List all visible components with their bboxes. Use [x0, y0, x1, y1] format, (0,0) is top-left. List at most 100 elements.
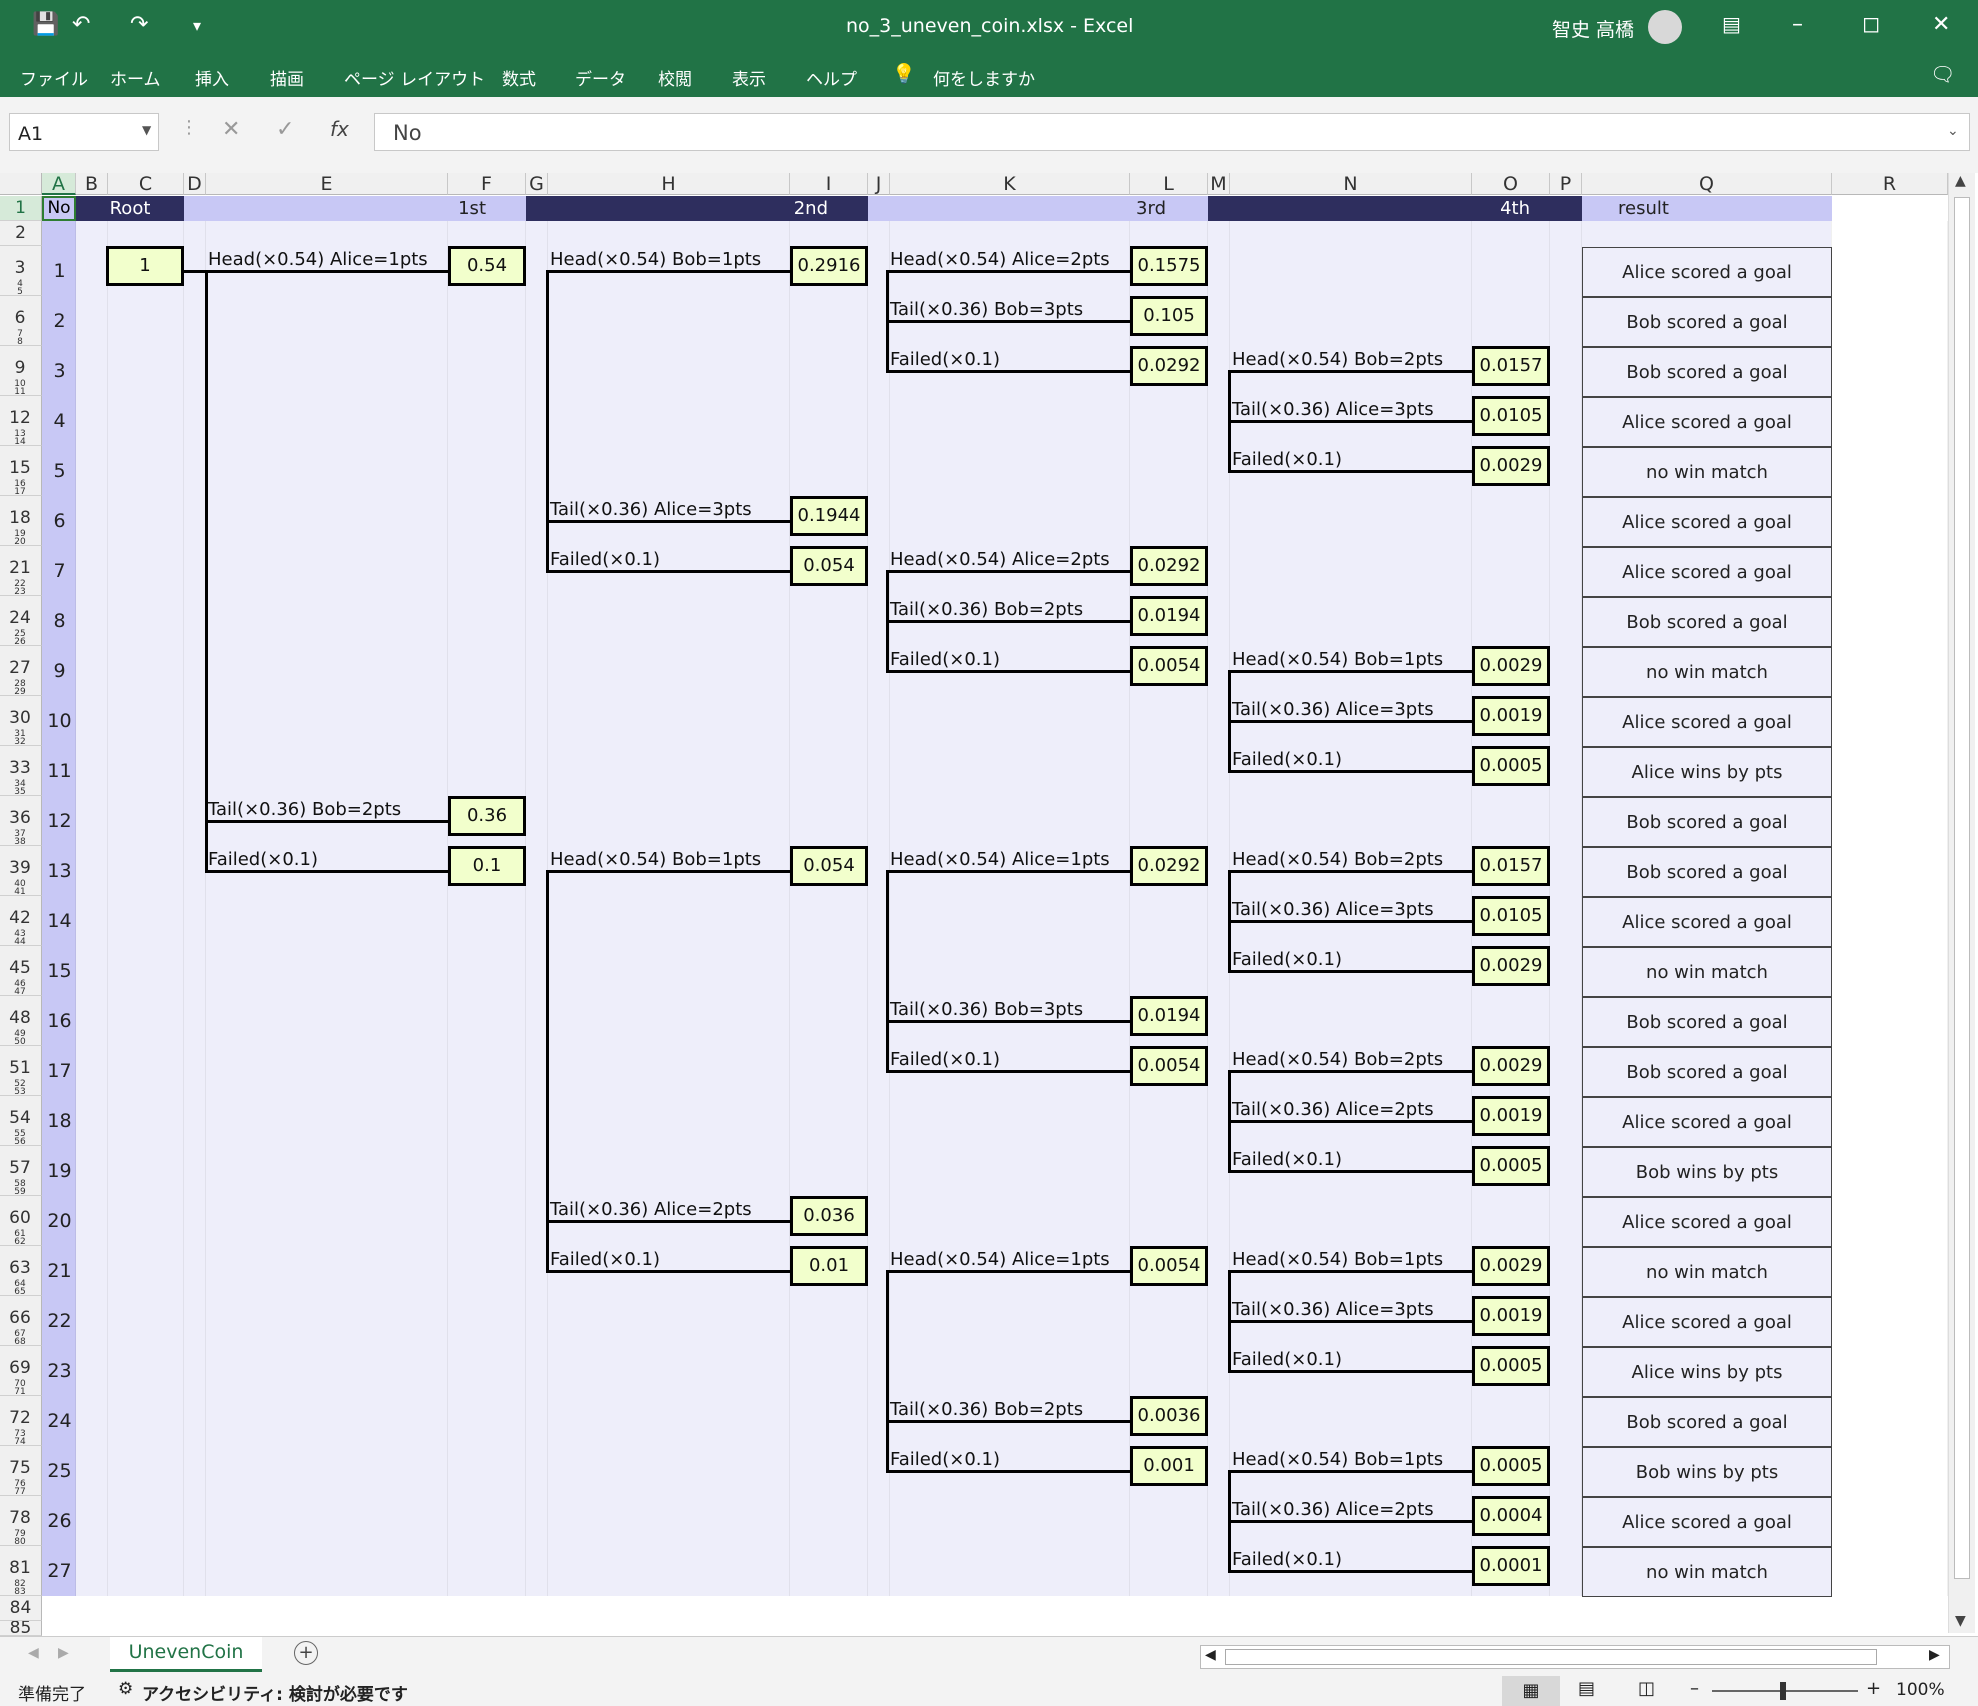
- column-header-j[interactable]: J: [868, 173, 890, 195]
- probability-box[interactable]: 0.1944: [790, 496, 868, 536]
- probability-box[interactable]: 0.0054: [1130, 646, 1208, 686]
- maximize-icon[interactable]: ◻: [1862, 12, 1881, 37]
- add-sheet-icon[interactable]: +: [294, 1641, 318, 1665]
- tab-data[interactable]: データ: [575, 70, 626, 90]
- result-cell[interactable]: no win match: [1582, 1547, 1832, 1597]
- probability-box[interactable]: 0.0005: [1472, 746, 1550, 786]
- page-layout-view-icon[interactable]: ▤: [1578, 1678, 1596, 1699]
- enter-icon[interactable]: ✓: [276, 117, 295, 142]
- insert-function-icon[interactable]: fx: [330, 117, 349, 141]
- probability-box[interactable]: 0.0292: [1130, 346, 1208, 386]
- probability-box[interactable]: 0.0054: [1130, 1046, 1208, 1086]
- column-header-m[interactable]: M: [1208, 173, 1230, 195]
- minimize-icon[interactable]: –: [1792, 12, 1803, 37]
- tab-scroll-left-icon[interactable]: ◀: [28, 1645, 39, 1661]
- probability-box[interactable]: 0.0029: [1472, 646, 1550, 686]
- result-cell[interactable]: Bob scored a goal: [1582, 797, 1832, 847]
- hscroll-right-icon[interactable]: ▶: [1929, 1647, 1940, 1663]
- scroll-up-icon[interactable]: ▲: [1955, 173, 1966, 189]
- column-header-o[interactable]: O: [1472, 173, 1550, 195]
- root-box[interactable]: 1: [106, 246, 184, 286]
- probability-box[interactable]: 0.54: [448, 246, 526, 286]
- result-cell[interactable]: Bob scored a goal: [1582, 1397, 1832, 1447]
- horizontal-scrollbar[interactable]: ◀ ▶: [1200, 1645, 1950, 1669]
- result-cell[interactable]: Alice scored a goal: [1582, 247, 1832, 297]
- tab-formulas[interactable]: 数式: [502, 70, 536, 90]
- result-cell[interactable]: Alice wins by pts: [1582, 747, 1832, 797]
- probability-box[interactable]: 0.0019: [1472, 696, 1550, 736]
- tab-draw[interactable]: 描画: [270, 70, 304, 90]
- probability-box[interactable]: 0.0292: [1130, 846, 1208, 886]
- ribbon-display-icon[interactable]: ▤: [1722, 12, 1741, 36]
- scroll-down-icon[interactable]: ▼: [1955, 1613, 1966, 1629]
- result-cell[interactable]: Alice scored a goal: [1582, 497, 1832, 547]
- probability-box[interactable]: 0.0005: [1472, 1446, 1550, 1486]
- row-header-2[interactable]: 2: [0, 221, 42, 246]
- tab-view[interactable]: 表示: [732, 70, 766, 90]
- comments-icon[interactable]: 🗨: [1930, 62, 1956, 86]
- probability-box[interactable]: 0.2916: [790, 246, 868, 286]
- tab-help[interactable]: ヘルプ: [806, 70, 857, 90]
- probability-box[interactable]: 0.0019: [1472, 1296, 1550, 1336]
- column-header-g[interactable]: G: [526, 173, 548, 195]
- probability-box[interactable]: 0.0004: [1472, 1496, 1550, 1536]
- select-all-corner[interactable]: [0, 173, 42, 195]
- formula-input[interactable]: No ⌄: [374, 113, 1970, 151]
- probability-box[interactable]: 0.0105: [1472, 896, 1550, 936]
- column-header-b[interactable]: B: [76, 173, 108, 195]
- probability-box[interactable]: 0.0001: [1472, 1546, 1550, 1586]
- row-header-1[interactable]: 1: [0, 196, 42, 221]
- result-cell[interactable]: Alice scored a goal: [1582, 1497, 1832, 1547]
- expand-formula-icon[interactable]: ⌄: [1947, 123, 1959, 139]
- column-header-i[interactable]: I: [790, 173, 868, 195]
- zoom-level[interactable]: 100%: [1896, 1680, 1945, 1700]
- result-cell[interactable]: Bob scored a goal: [1582, 1047, 1832, 1097]
- probability-box[interactable]: 0.0194: [1130, 996, 1208, 1036]
- result-cell[interactable]: Bob scored a goal: [1582, 347, 1832, 397]
- probability-box[interactable]: 0.0157: [1472, 846, 1550, 886]
- result-cell[interactable]: Bob wins by pts: [1582, 1447, 1832, 1497]
- column-header-h[interactable]: H: [548, 173, 790, 195]
- column-header-e[interactable]: E: [206, 173, 448, 195]
- name-box[interactable]: A1 ▼: [9, 113, 159, 151]
- result-cell[interactable]: Bob scored a goal: [1582, 997, 1832, 1047]
- probability-box[interactable]: 0.054: [790, 846, 868, 886]
- avatar[interactable]: [1648, 10, 1682, 44]
- result-cell[interactable]: Alice scored a goal: [1582, 1097, 1832, 1147]
- result-cell[interactable]: Alice scored a goal: [1582, 1197, 1832, 1247]
- probability-box[interactable]: 0.0029: [1472, 1246, 1550, 1286]
- hscroll-left-icon[interactable]: ◀: [1205, 1647, 1216, 1663]
- tab-file[interactable]: ファイル: [20, 70, 88, 90]
- probability-box[interactable]: 0.054: [790, 546, 868, 586]
- probability-box[interactable]: 0.01: [790, 1246, 868, 1286]
- result-cell[interactable]: Bob scored a goal: [1582, 297, 1832, 347]
- zoom-slider-handle[interactable]: [1780, 1682, 1786, 1700]
- customize-toolbar-icon[interactable]: ▾: [193, 16, 202, 35]
- page-break-view-icon[interactable]: ◫: [1638, 1678, 1656, 1699]
- column-header-f[interactable]: F: [448, 173, 526, 195]
- probability-box[interactable]: 0.0054: [1130, 1246, 1208, 1286]
- column-header-n[interactable]: N: [1230, 173, 1472, 195]
- probability-box[interactable]: 0.1: [448, 846, 526, 886]
- zoom-in-icon[interactable]: +: [1866, 1678, 1882, 1699]
- normal-view-icon[interactable]: ▦: [1502, 1676, 1560, 1706]
- probability-box[interactable]: 0.0036: [1130, 1396, 1208, 1436]
- column-header-k[interactable]: K: [890, 173, 1130, 195]
